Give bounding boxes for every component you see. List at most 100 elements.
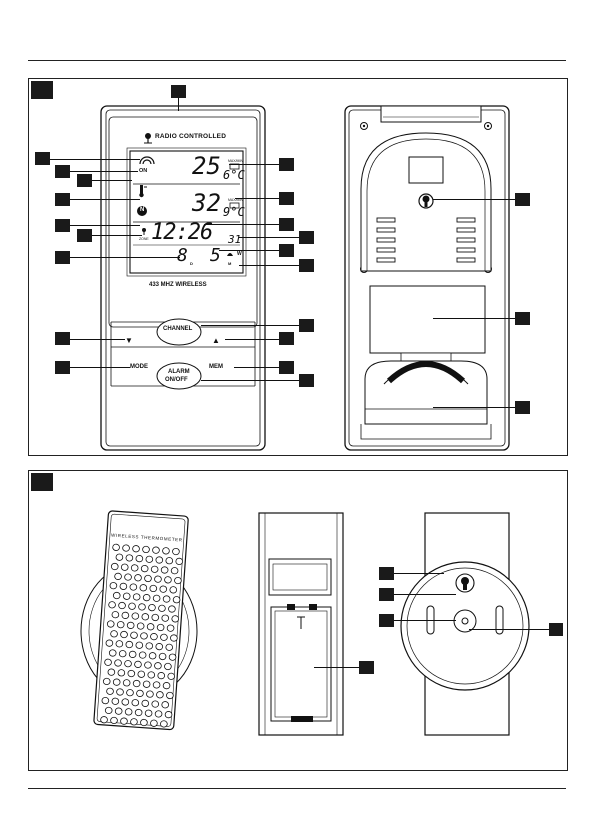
vent-hole: [138, 603, 146, 611]
callout-marker: [299, 374, 314, 387]
vent-hole: [144, 661, 152, 669]
vent-hole: [131, 612, 140, 620]
callout-leader: [394, 594, 456, 595]
vent-hole: [131, 699, 140, 707]
temperature-2-decimal: 9°C: [223, 205, 245, 219]
vent-hole: [156, 623, 165, 632]
callout-marker: [549, 623, 563, 636]
vent-hole: [115, 553, 124, 561]
callout-marker: [279, 332, 294, 345]
radio-tower-small-icon: [142, 228, 146, 235]
vent-hole: [145, 555, 154, 563]
callout-leader: [70, 225, 140, 226]
callout-leader: [433, 318, 515, 319]
figure-a-marker: [31, 81, 53, 99]
callout-leader: [92, 235, 142, 236]
vent-hole: [154, 710, 163, 718]
callout-marker: [515, 193, 530, 206]
vent-hole: [151, 613, 160, 622]
mem-button[interactable]: MEM: [209, 364, 223, 370]
keyhole-icon: [455, 573, 475, 593]
vent-hole: [102, 677, 111, 686]
channel-button[interactable]: CHANNEL: [163, 326, 193, 332]
callout-marker: [379, 614, 394, 627]
vent-hole: [112, 543, 120, 551]
vent-hole: [157, 672, 166, 680]
vent-hole: [122, 679, 131, 687]
alarm-button-line1[interactable]: ALARM: [168, 369, 190, 375]
vent-hole: [170, 634, 178, 642]
vent-hole: [130, 564, 139, 572]
vent-hole: [124, 573, 132, 581]
vent-hole: [155, 643, 164, 651]
vent-hole: [175, 557, 184, 566]
vent-hole: [132, 679, 141, 688]
callout-marker: [515, 312, 530, 325]
vent-hole: [164, 711, 173, 719]
vent-hole: [126, 689, 134, 697]
vent-hole: [172, 547, 180, 556]
callout-leader: [314, 667, 359, 668]
date-day-sub: D: [190, 261, 193, 266]
vent-hole: [110, 562, 119, 571]
vent-hole: [112, 591, 121, 600]
vent-hole: [141, 699, 150, 707]
vent-hole: [162, 547, 170, 555]
vent-hole: [158, 604, 166, 612]
callout-marker: [171, 85, 186, 98]
vent-hole: [130, 718, 138, 726]
vent-hole: [116, 688, 124, 696]
vent-hole: [155, 556, 164, 564]
callout-leader: [469, 629, 549, 630]
seconds-display: 31: [228, 233, 242, 246]
vent-hole: [106, 687, 114, 695]
callout-marker: [55, 193, 70, 206]
callout-leader: [70, 367, 130, 368]
callout-leader: [50, 159, 140, 160]
vent-hole: [154, 575, 162, 583]
display-unit-front: [100, 105, 266, 451]
indoor-icon: [137, 206, 147, 216]
vent-hole: [121, 611, 130, 619]
down-button[interactable]: ▼: [125, 336, 133, 345]
wireless-sensor-back: [258, 512, 344, 736]
vent-hole: [140, 632, 148, 640]
callout-marker: [77, 174, 92, 187]
callout-marker: [299, 319, 314, 332]
vent-hole: [125, 640, 134, 649]
callout-marker: [55, 251, 70, 264]
vent-hole: [129, 583, 138, 591]
vent-hole: [128, 602, 136, 610]
callout-marker: [55, 361, 70, 374]
callout-leader: [201, 325, 299, 326]
callout-leader: [70, 257, 180, 258]
callout-leader: [92, 180, 132, 181]
callout-leader: [394, 573, 444, 574]
bottom-rule: [28, 788, 566, 789]
callout-marker: [55, 219, 70, 232]
date-month-sub: M: [228, 261, 232, 266]
tiny-label-2: MAX/MIN: [228, 198, 243, 202]
up-button[interactable]: ▲: [212, 336, 220, 345]
battery-cover[interactable]: [369, 285, 486, 354]
zone-label: ZONE: [139, 237, 149, 241]
vent-hole: [100, 716, 108, 724]
date-day-display: 8: [177, 245, 188, 266]
vent-hole: [148, 652, 157, 660]
vent-hole: [104, 706, 113, 715]
wall-mount-bracket: [400, 512, 530, 736]
vent-hole: [160, 566, 169, 574]
vent-hole: [172, 596, 181, 604]
vent-hole: [156, 691, 164, 699]
mode-button[interactable]: MODE: [130, 364, 148, 370]
callout-leader: [201, 380, 299, 381]
vent-hole: [114, 572, 122, 580]
vent-hole: [125, 554, 134, 562]
callout-leader: [234, 367, 279, 368]
vent-hole: [166, 691, 174, 700]
alarm-button-line2[interactable]: ON/OFF: [165, 377, 188, 383]
vent-hole: [138, 651, 147, 659]
tiny-label-1: MAX/MIN: [228, 159, 243, 163]
callout-marker: [35, 152, 50, 165]
vent-hole: [119, 582, 128, 590]
